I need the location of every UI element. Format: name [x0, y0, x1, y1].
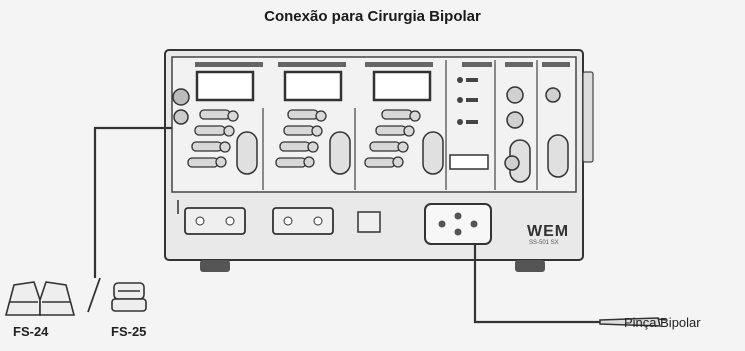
- separator-slash: [87, 277, 101, 313]
- bipolar-mode-icons: [449, 77, 489, 170]
- double-footswitch-icon: [4, 281, 76, 316]
- brand-logo: WEM: [527, 223, 570, 240]
- panel-header-strips: [195, 62, 570, 67]
- mode-buttons-left: [187, 109, 239, 168]
- mode-buttons-center: [275, 109, 327, 168]
- digital-displays: [195, 70, 432, 102]
- mode-buttons-right: [364, 109, 421, 168]
- model-label: SS-501 SX: [529, 240, 559, 246]
- single-footswitch-icon: [111, 282, 147, 312]
- bipolar-forceps-icon: [599, 317, 667, 327]
- bipolar-forceps-label: Pinça Bipolar: [624, 315, 701, 330]
- fs24-label: FS-24: [13, 324, 49, 339]
- diagram-title: Conexão para Cirurgia Bipolar: [264, 8, 481, 25]
- up-down-rockers: [236, 131, 569, 183]
- power-knobs: [172, 88, 190, 125]
- connection-cables: [93, 126, 610, 324]
- fs25-label: FS-25: [111, 324, 147, 339]
- section-dividers: [262, 60, 538, 190]
- output-connectors: [177, 200, 492, 245]
- adjustment-knobs: [504, 86, 561, 171]
